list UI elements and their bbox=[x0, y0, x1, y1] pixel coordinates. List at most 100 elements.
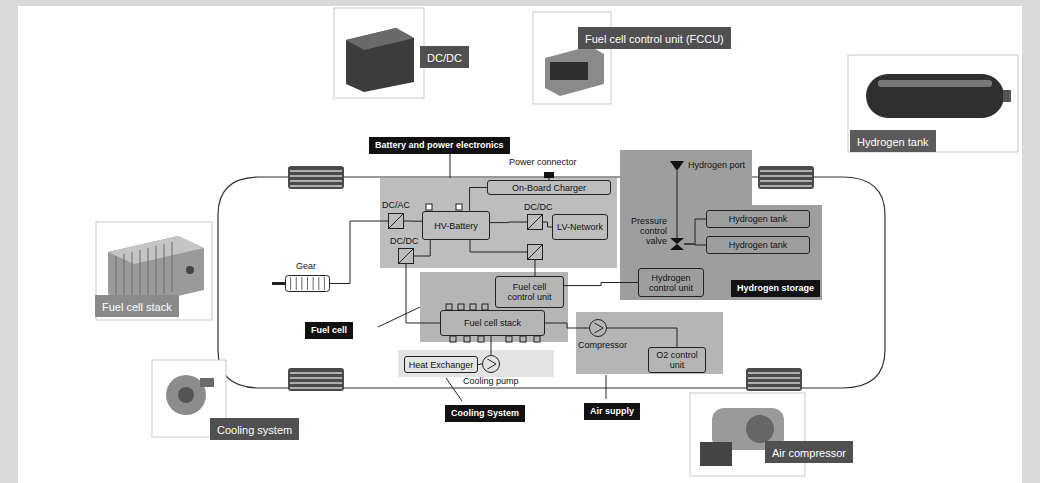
component-box: On-Board Charger bbox=[487, 180, 611, 195]
stack-port bbox=[186, 266, 194, 274]
wheel-body bbox=[746, 368, 802, 391]
shape-outline bbox=[670, 238, 684, 250]
connector bbox=[684, 219, 706, 244]
label-text: Fuel cell stack bbox=[464, 318, 521, 328]
wheel-tread bbox=[290, 171, 342, 186]
cell-tab bbox=[446, 304, 452, 310]
shape-outline bbox=[285, 275, 330, 292]
wire bbox=[535, 260, 536, 276]
compressor-symbol: Compressor bbox=[589, 319, 607, 337]
label-text: Heat Exchanger bbox=[409, 360, 474, 370]
group-region: Battery and power electronicsOn-Board Ch… bbox=[380, 178, 617, 268]
page-panel bbox=[18, 6, 1022, 483]
group-region: Air supplyCompressorO2 control unit bbox=[576, 312, 723, 374]
label-holder: Air supply bbox=[584, 400, 640, 420]
label-text: Hydrogen control unit bbox=[641, 273, 701, 293]
label-holder: Fuel cell bbox=[305, 319, 353, 339]
hydrogen-tank-photo bbox=[848, 55, 1018, 152]
label-holder: DC/AC bbox=[382, 200, 410, 210]
label-text: On-Board Charger bbox=[512, 183, 586, 193]
connector bbox=[545, 323, 589, 328]
converter-diagonal bbox=[389, 214, 404, 229]
valve-half bbox=[670, 244, 684, 250]
photo-caption: Cooling system bbox=[210, 418, 299, 440]
control-unit-box: Fuel cell control unit bbox=[495, 276, 564, 308]
label-text: Pressure control valve bbox=[621, 216, 667, 246]
tank-valve bbox=[1003, 90, 1011, 102]
cell-tab bbox=[470, 304, 476, 310]
label-text: Battery and power electronics bbox=[369, 137, 510, 154]
cell-tab bbox=[482, 304, 488, 310]
flow-chevron bbox=[487, 359, 496, 369]
label-holder: Battery and power electronics bbox=[369, 134, 510, 154]
gear-shaft bbox=[272, 282, 285, 285]
label-text: HV-Battery bbox=[434, 221, 478, 231]
label-text: DC/DC bbox=[524, 202, 553, 212]
valve-half bbox=[670, 238, 684, 244]
photo-frame bbox=[690, 393, 805, 476]
label-text: Gear bbox=[296, 261, 316, 271]
wire bbox=[470, 240, 527, 252]
label-text: Fuel cell stack bbox=[102, 301, 172, 313]
photo-caption: Fuel cell stack bbox=[95, 295, 179, 317]
leader-line bbox=[378, 307, 420, 327]
converter-box bbox=[399, 249, 414, 264]
power-connector: Power connector bbox=[544, 172, 554, 178]
photo-frame bbox=[334, 8, 424, 98]
converter-top bbox=[346, 28, 414, 50]
region-outline bbox=[620, 150, 822, 300]
label-holder: Gear bbox=[296, 261, 316, 271]
compressor-inlet bbox=[746, 415, 774, 443]
control-unit-box: O2 control unit bbox=[648, 347, 706, 373]
connector bbox=[684, 244, 706, 245]
group-region: Fuel cellFuel cell control unitFuel cell… bbox=[420, 272, 568, 342]
photo-caption: Air compressor bbox=[765, 441, 853, 463]
label-holder: Power connector bbox=[509, 157, 577, 167]
component-box: LV-Network bbox=[552, 214, 608, 240]
label-text: O2 control unit bbox=[651, 350, 703, 370]
label-text: Cooling System bbox=[445, 405, 525, 422]
label-holder: Hydrogen port bbox=[688, 160, 745, 170]
photo-frame bbox=[533, 12, 611, 104]
tank-highlight bbox=[878, 80, 992, 87]
shape-outline bbox=[482, 355, 500, 373]
group-region: Cooling SystemHeat ExchangerCooling pump bbox=[398, 350, 554, 377]
label-text: LV-Network bbox=[557, 222, 603, 232]
label-holder: Cooling pump bbox=[463, 376, 519, 386]
circle-outline bbox=[483, 356, 500, 373]
shape-outline bbox=[544, 172, 554, 178]
connector bbox=[564, 283, 638, 286]
shape-outline bbox=[398, 248, 414, 264]
wheel-body bbox=[758, 166, 814, 189]
port-triangle bbox=[670, 161, 684, 171]
cell-tab bbox=[458, 304, 464, 310]
photo-frame bbox=[848, 55, 1018, 152]
label-holder: Cooling System bbox=[445, 402, 525, 422]
shape-outline bbox=[589, 319, 607, 337]
label-text: DC/DC bbox=[390, 236, 419, 246]
connector bbox=[607, 328, 677, 347]
converter-symbol: DC/AC bbox=[388, 213, 404, 229]
tank-box: Hydrogen tank bbox=[706, 210, 810, 228]
converter-housing bbox=[346, 28, 414, 92]
pump-symbol: Cooling pump bbox=[482, 355, 500, 373]
label-text: Hydrogen storage bbox=[731, 280, 820, 297]
fuel-cell-stack-photo bbox=[96, 222, 212, 320]
connector bbox=[491, 336, 492, 355]
port-symbol: Hydrogen port bbox=[670, 161, 684, 171]
connector bbox=[677, 171, 678, 238]
shape-outline bbox=[670, 161, 684, 171]
battery-box: HV-Battery bbox=[422, 211, 490, 240]
label-text: Hydrogen tank bbox=[729, 214, 788, 224]
label-text: Fuel cell control unit bbox=[498, 282, 561, 302]
connector bbox=[478, 364, 482, 366]
battery-terminal bbox=[426, 204, 432, 210]
battery-terminal bbox=[456, 204, 462, 210]
valve-symbol: Pressure control valve bbox=[670, 238, 684, 250]
label-text: Hydrogen port bbox=[688, 160, 745, 170]
converter-symbol: DC/DC bbox=[398, 248, 414, 264]
label-text: Air supply bbox=[584, 403, 640, 420]
connector bbox=[330, 221, 388, 284]
leader-line bbox=[450, 153, 451, 178]
